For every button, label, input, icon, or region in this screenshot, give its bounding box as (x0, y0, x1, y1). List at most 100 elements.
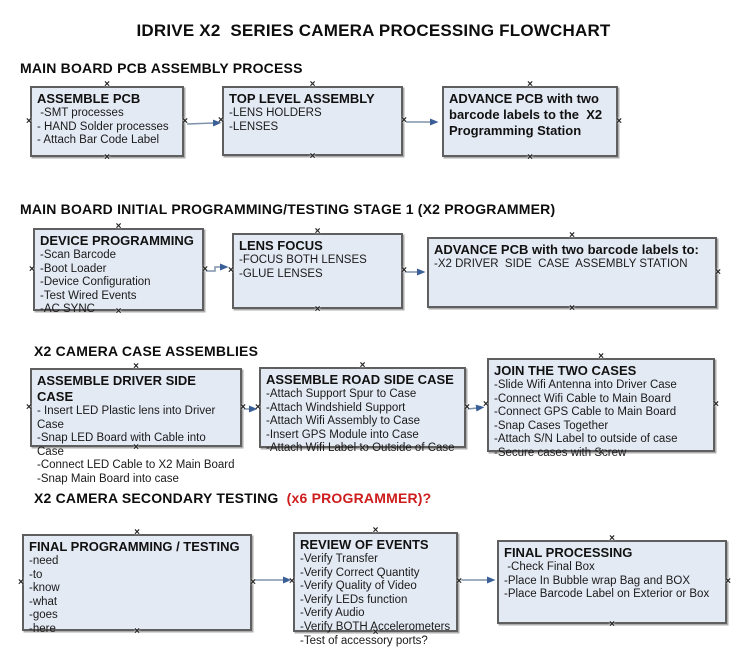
box-item: - Insert LED Plastic lens into Driver Ca… (37, 405, 219, 431)
x-handle-icon: × (483, 399, 489, 410)
box-item: -Connect LED Cable to X2 Main Board (37, 459, 235, 472)
x-handle-icon: × (401, 265, 407, 276)
box-item: -Boot Loader (40, 262, 107, 275)
box-item: -Secure cases with Screw (494, 446, 627, 459)
box-item: -Attach Wifi Label to Outside of Case (266, 442, 455, 455)
section-header-red-text: (x6 PROGRAMMER)? (286, 490, 432, 506)
box-title: LENS FOCUS (239, 238, 323, 253)
x-handle-icon: × (616, 115, 622, 127)
x-handle-icon: × (609, 533, 615, 544)
box-item: -Attach Support Spur to Case (266, 388, 417, 400)
box-title: ASSEMBLE DRIVER SIDE CASE (37, 373, 200, 404)
box-item: -Place Barcode Label on Exterior or Box (504, 588, 710, 601)
x-handle-icon: × (289, 576, 295, 587)
box-item: -goes (29, 609, 58, 622)
x-handle-icon: × (609, 619, 615, 630)
x-handle-icon: × (569, 303, 575, 314)
box-item: -what (29, 595, 58, 608)
box-item: -Verify Transfer (300, 553, 378, 565)
box-title: ADVANCE PCB with two barcode labels to t… (449, 91, 606, 138)
box-assemble-road-side-case[interactable]: × × × × ASSEMBLE ROAD SIDE CASE -Attach … (255, 361, 470, 455)
box-item: -LENSES (229, 120, 279, 133)
x-handle-icon: × (527, 79, 533, 90)
x-handle-icon: × (314, 226, 321, 237)
box-item: -AC SYNC (40, 303, 95, 316)
box-title: FINAL PROCESSING (504, 545, 633, 560)
x-handle-icon: × (725, 576, 731, 587)
x-handle-icon: × (569, 230, 575, 241)
section-header-case-assemblies: X2 CAMERA CASE ASSEMBLIES (34, 343, 259, 359)
x-handle-icon: × (309, 151, 316, 162)
box-item: -GLUE LENSES (239, 267, 323, 280)
box-item: -here (29, 622, 56, 635)
x-handle-icon: × (29, 263, 35, 275)
box-item: -Snap Main Board into case (37, 472, 179, 485)
box-assemble-pcb[interactable]: × × × × ASSEMBLE PCB -SMT processes - HA… (26, 80, 188, 163)
x-handle-icon: × (255, 401, 261, 413)
box-item: -Connect Wifi Cable to Main Board (494, 392, 672, 405)
x-handle-icon: × (359, 360, 366, 371)
box-item: -X2 DRIVER SIDE CASE ASSEMBLY STATION (434, 258, 688, 270)
x-handle-icon: × (134, 527, 140, 538)
x-handle-icon: × (182, 115, 188, 127)
box-item: -Attach S/N Label to outside of case (494, 433, 678, 446)
x-handle-icon: × (133, 361, 139, 372)
box-item: - Attach Bar Code Label (37, 134, 160, 147)
box-title: FINAL PROGRAMMING / TESTING (29, 539, 240, 554)
box-device-programming[interactable]: × × × × DEVICE PROGRAMMING -Scan Barcode… (29, 222, 208, 317)
box-item: -Attach Windshield Support (266, 401, 406, 414)
x-handle-icon: × (713, 399, 719, 410)
x-handle-icon: × (228, 265, 234, 276)
box-lens-focus[interactable]: × × × × LENS FOCUS -FOCUS BOTH LENSES -G… (228, 227, 407, 315)
x-handle-icon: × (240, 401, 246, 413)
box-item: -Verify LEDs function (300, 593, 408, 606)
box-title: REVIEW OF EVENTS (300, 537, 429, 552)
box-title: ASSEMBLE PCB (37, 91, 141, 106)
box-item: -Place In Bubble wrap Bag and BOX (504, 574, 691, 587)
box-title: TOP LEVEL ASSEMBLY (229, 91, 375, 106)
x-handle-icon: × (115, 221, 122, 232)
box-advance-pcb-driver-side-station[interactable]: × × × ADVANCE PCB with two barcode label… (427, 231, 721, 314)
x-handle-icon: × (598, 447, 604, 458)
box-item: -Insert GPS Module into Case (266, 428, 419, 441)
x-handle-icon: × (134, 626, 140, 637)
x-handle-icon: × (104, 79, 110, 90)
box-item: -Scan Barcode (40, 249, 117, 261)
box-advance-pcb-programming-station[interactable]: × × × ADVANCE PCB with two barcode label… (442, 80, 622, 163)
box-item: -LENS HOLDERS (229, 107, 322, 119)
box-item: -Snap Cases Together (494, 419, 609, 432)
box-assemble-driver-side-case[interactable]: × × × × ASSEMBLE DRIVER SIDE CASE - Inse… (26, 362, 246, 485)
box-item: - HAND Solder processes (37, 120, 169, 133)
x-handle-icon: × (598, 351, 604, 362)
x-handle-icon: × (527, 152, 533, 163)
x-handle-icon: × (715, 266, 721, 278)
x-handle-icon: × (314, 304, 321, 315)
section-header-secondary-testing: X2 CAMERA SECONDARY TESTING (x6 PROGRAMM… (34, 490, 431, 506)
x-handle-icon: × (309, 79, 316, 90)
x-handle-icon: × (250, 576, 256, 588)
arrow-deviceprog-to-lensfocus[interactable] (206, 263, 229, 272)
arrow-assemble-to-toplevel[interactable] (186, 119, 222, 127)
box-final-programming-testing[interactable]: × × × × FINAL PROGRAMMING / TESTING -nee… (18, 528, 256, 637)
box-final-processing[interactable]: × × × FINAL PROCESSING -Check Final Box … (497, 534, 731, 630)
box-item: -Test of accessory ports? (300, 634, 428, 647)
box-item: -know (29, 582, 60, 595)
x-handle-icon: × (115, 306, 122, 317)
box-top-level-assembly[interactable]: × × × × TOP LEVEL ASSEMBLY -LENS HOLDERS… (218, 80, 407, 162)
box-item: -Verify Correct Quantity (300, 566, 420, 579)
box-title: ASSEMBLE ROAD SIDE CASE (266, 372, 454, 387)
box-join-the-two-cases[interactable]: × × × × JOIN THE TWO CASES -Slide Wifi A… (483, 352, 719, 459)
box-item: -to (29, 568, 43, 581)
x-handle-icon: × (104, 152, 110, 163)
box-review-of-events[interactable]: × × × × REVIEW OF EVENTS -Verify Transfe… (289, 526, 462, 647)
section-header-black-text: X2 CAMERA SECONDARY TESTING (34, 490, 287, 506)
box-item: -SMT processes (37, 107, 124, 119)
box-item: -Verify BOTH Accelerometers (300, 620, 451, 633)
box-title: ADVANCE PCB with two barcode labels to: (434, 242, 699, 257)
box-item: -Slide Wifi Antenna into Driver Case (494, 379, 677, 391)
box-item: -Device Configuration (40, 276, 151, 289)
box-item: -Test Wired Events (40, 289, 137, 302)
page-title: IDRIVE X2 SERIES CAMERA PROCESSING FLOWC… (136, 21, 611, 40)
x-handle-icon: × (456, 576, 462, 587)
